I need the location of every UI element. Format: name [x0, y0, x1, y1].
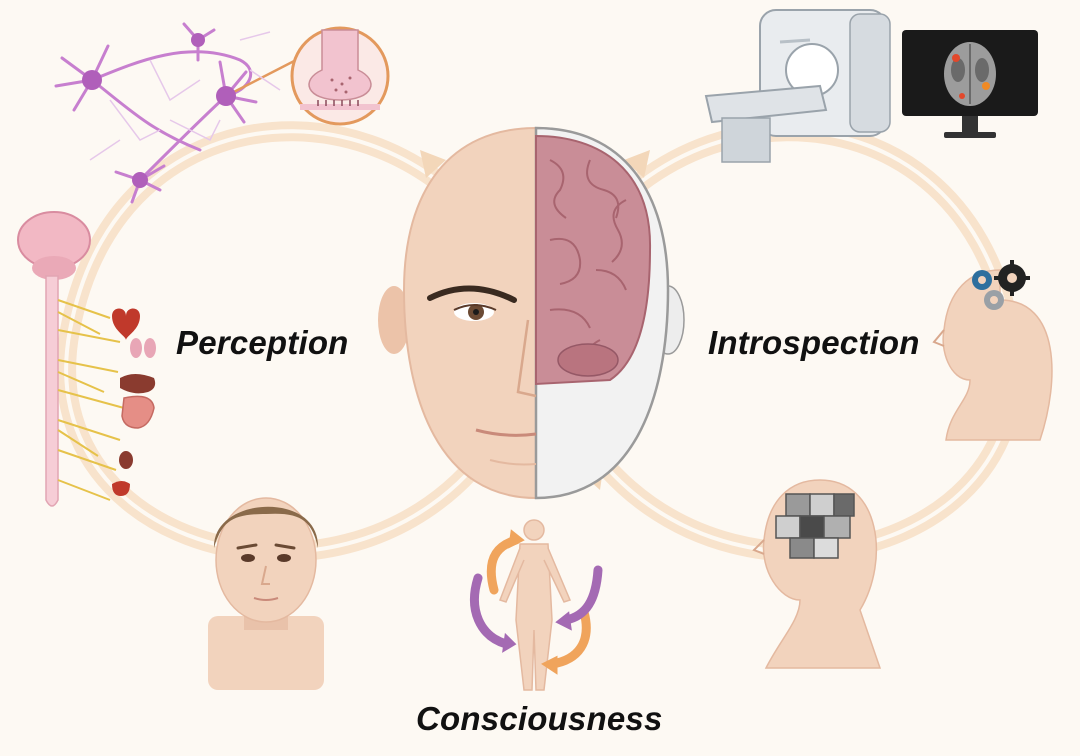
central-head-icon — [378, 126, 685, 500]
head-puzzle-icon — [752, 479, 882, 669]
introspection-label: Introspection — [708, 324, 920, 361]
consciousness-label: Consciousness — [416, 700, 663, 737]
organs-icon — [112, 308, 156, 496]
neuron-network-icon — [54, 22, 302, 204]
neuron-bodies — [82, 33, 236, 188]
mri-scanner-icon — [704, 9, 891, 163]
human-body-icon — [499, 519, 572, 691]
neuron-faint-branches — [89, 31, 281, 161]
nervous-system-icon — [17, 211, 125, 507]
head-gears-icon — [932, 260, 1053, 441]
cycle-arrows — [470, 529, 603, 675]
synapse-icon — [290, 26, 390, 126]
human-face-icon — [208, 497, 324, 690]
perception-label: Perception — [176, 324, 349, 361]
brain-scan-monitor-icon — [902, 30, 1038, 138]
